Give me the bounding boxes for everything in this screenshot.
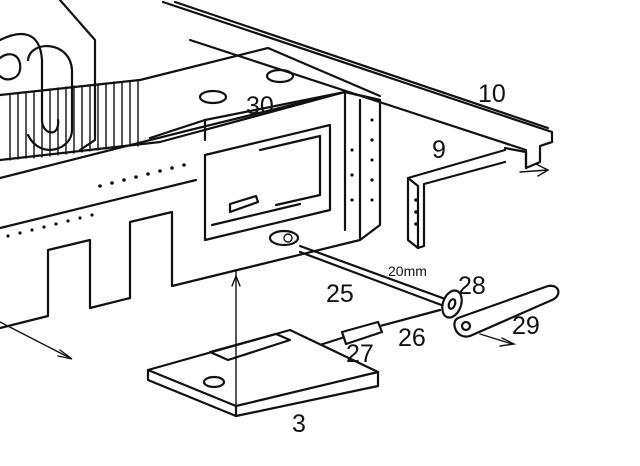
leader-lines bbox=[0, 269, 241, 407]
upper-structure bbox=[0, 0, 97, 152]
bracket-part-9 bbox=[406, 148, 507, 250]
label-part-26: 26 bbox=[398, 324, 426, 352]
pin-part-27 bbox=[296, 308, 442, 354]
washer-part-28 bbox=[441, 289, 463, 319]
label-part-28: 28 bbox=[458, 272, 486, 300]
label-part-10: 10 bbox=[478, 80, 506, 108]
main-frame bbox=[0, 46, 382, 330]
label-part-3: 3 bbox=[292, 410, 306, 438]
label-part-27: 27 bbox=[346, 340, 374, 368]
label-dimension: 20mm bbox=[388, 263, 427, 279]
rod-part-25 bbox=[298, 244, 450, 308]
base-plate-part-3 bbox=[146, 328, 380, 418]
lever-part-29 bbox=[453, 284, 560, 347]
label-part-29: 29 bbox=[512, 312, 540, 340]
top-rail-part-10 bbox=[161, 0, 554, 177]
label-part-30: 30 bbox=[246, 92, 274, 120]
label-part-9: 9 bbox=[432, 136, 446, 164]
label-part-25: 25 bbox=[326, 280, 354, 308]
